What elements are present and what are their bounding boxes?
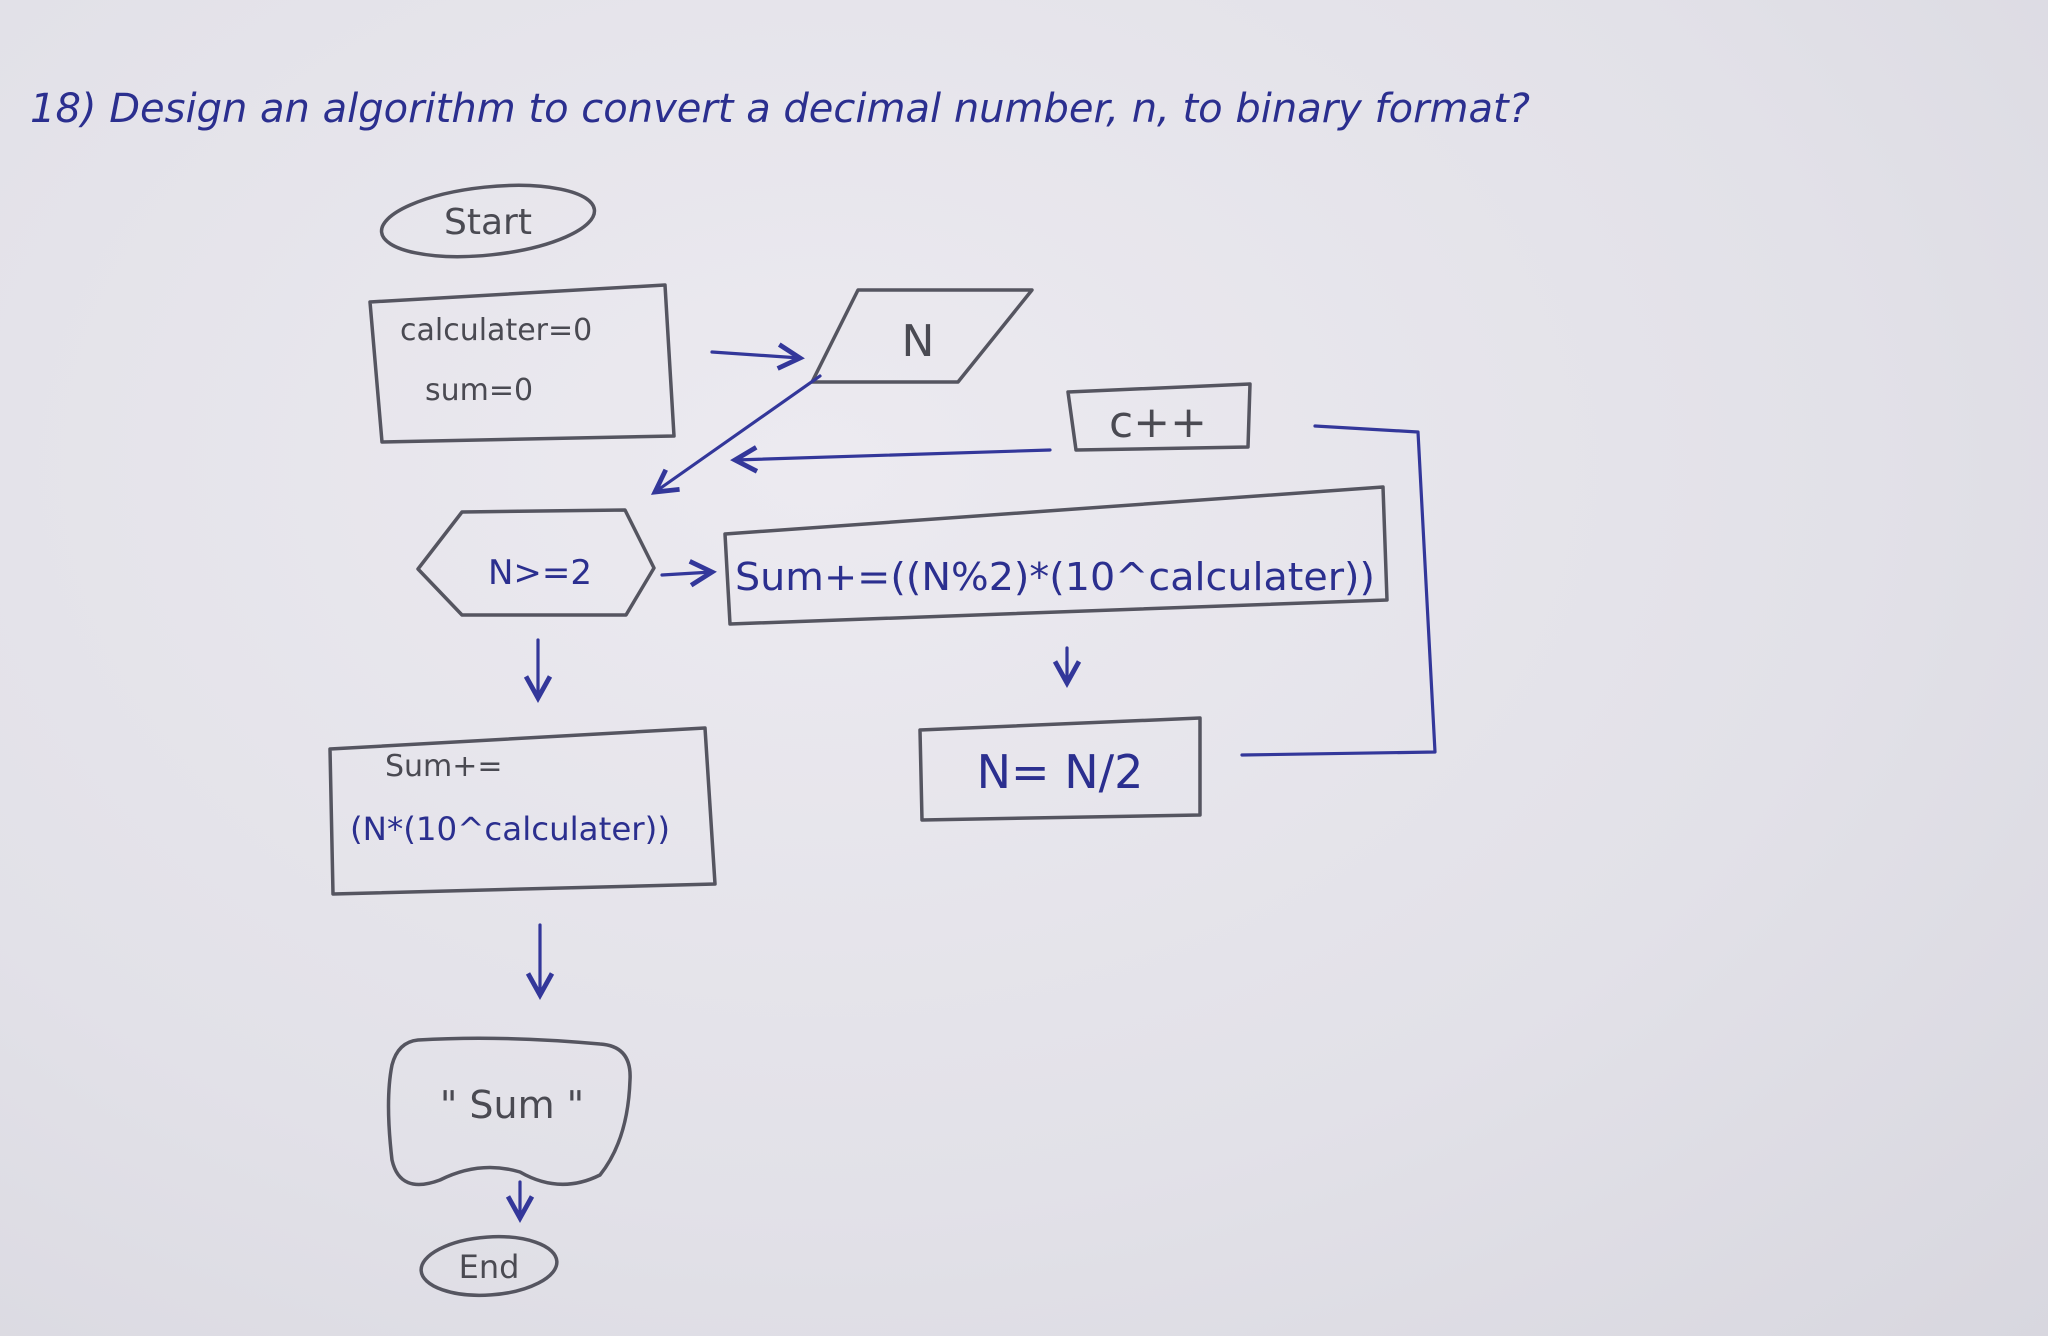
condition-label: N>=2 bbox=[488, 553, 592, 593]
loop-body-label: Sum+=((N%2)*(10^calculater)) bbox=[735, 555, 1375, 599]
final-line-1: Sum+= bbox=[385, 749, 503, 784]
start-label: Start bbox=[444, 202, 532, 243]
arrow-init-to-input bbox=[710, 352, 800, 358]
init-line-1: calculater=0 bbox=[400, 313, 592, 348]
final-line-2: (N*(10^calculater)) bbox=[350, 810, 670, 848]
arrow-condition-true bbox=[660, 572, 712, 575]
arrow-increment-to-condition bbox=[735, 450, 1052, 460]
output-display-shape bbox=[386, 1036, 632, 1187]
loop-body-box bbox=[723, 485, 1389, 626]
question-text: 18) Design an algorithm to convert a dec… bbox=[30, 86, 1530, 132]
final-sum-box bbox=[328, 726, 717, 896]
end-terminator bbox=[419, 1234, 559, 1298]
input-label: N bbox=[902, 316, 935, 367]
loop-back-connector bbox=[1240, 424, 1437, 757]
halve-label: N= N/2 bbox=[977, 745, 1144, 799]
increment-label: c++ bbox=[1109, 397, 1207, 448]
end-label: End bbox=[459, 1248, 520, 1286]
input-parallelogram bbox=[810, 288, 1034, 384]
increment-box bbox=[1066, 382, 1252, 452]
arrow-input-to-condition bbox=[655, 374, 822, 492]
output-label: " Sum " bbox=[440, 1083, 584, 1127]
init-process-box bbox=[368, 283, 676, 444]
start-terminator bbox=[379, 183, 597, 259]
condition-hexagon bbox=[416, 508, 656, 617]
init-line-2: sum=0 bbox=[425, 373, 533, 408]
halve-box bbox=[918, 716, 1202, 822]
